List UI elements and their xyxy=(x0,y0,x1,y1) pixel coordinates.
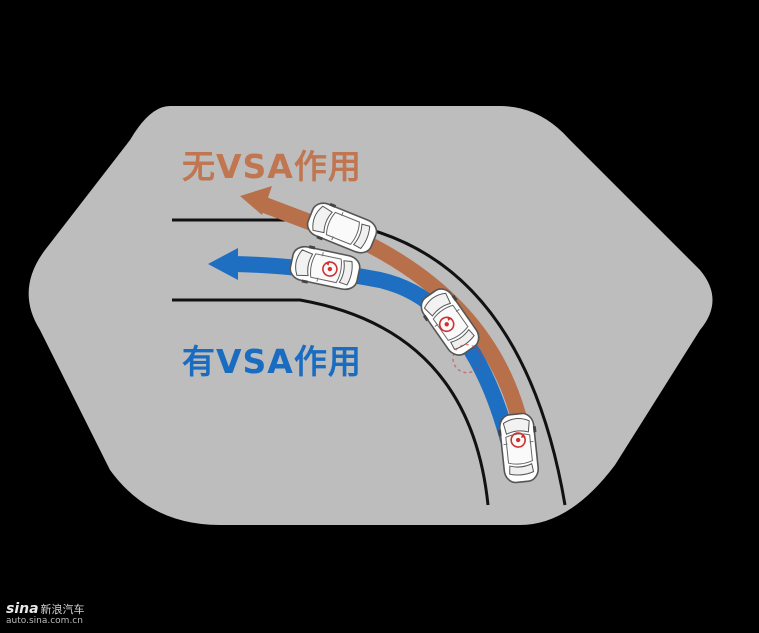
with-vsa-path xyxy=(231,256,516,443)
without-vsa-arrowhead xyxy=(240,186,272,215)
without-vsa-label: 无VSA作用 xyxy=(182,147,362,186)
with-vsa-label: 有VSA作用 xyxy=(182,342,362,381)
road-inner-line xyxy=(172,298,490,506)
with-vsa-arrowhead xyxy=(208,248,238,280)
sina-site-name: 新浪汽车 xyxy=(40,603,85,616)
sina-url: auto.sina.com.cn xyxy=(6,616,83,626)
diagram-panel xyxy=(28,106,713,525)
sina-logo-text: sina xyxy=(6,601,39,617)
